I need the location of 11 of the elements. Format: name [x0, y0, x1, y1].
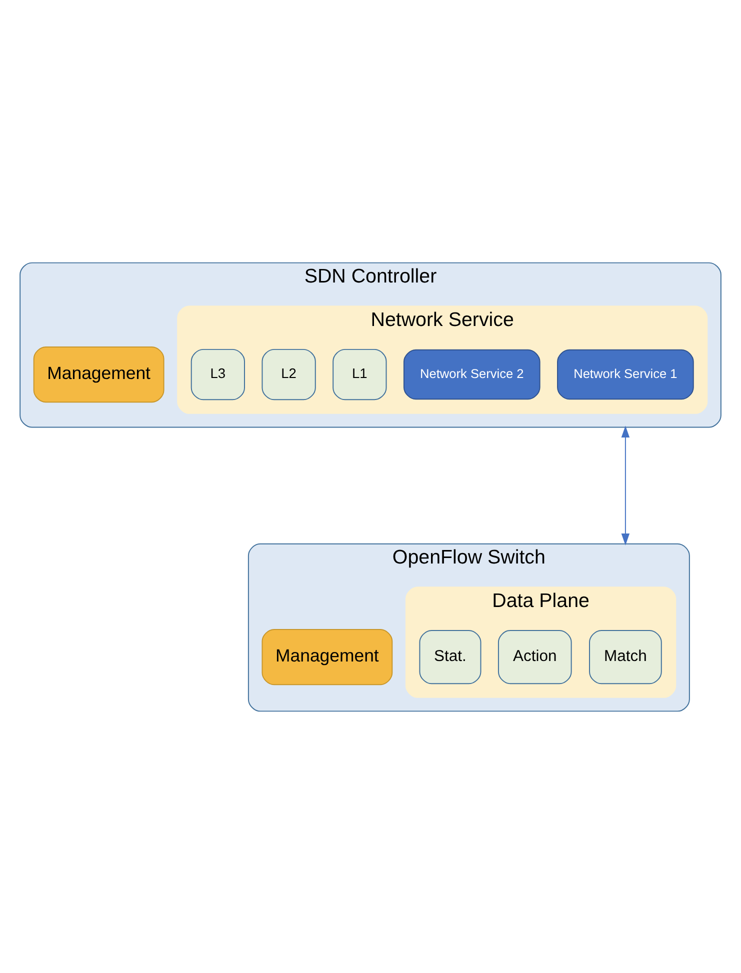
- node-box: L3: [190, 348, 245, 400]
- node-box: L1: [332, 348, 387, 400]
- node-box: Management: [33, 346, 164, 402]
- node-box: Management: [262, 628, 393, 685]
- node-box: Action: [498, 629, 572, 684]
- node-box: L2: [262, 348, 316, 400]
- node-box: Network Service 2: [403, 348, 540, 400]
- node-box: Match: [589, 629, 662, 684]
- arrow: [621, 425, 630, 545]
- node-box: Stat.: [419, 629, 482, 684]
- node-box: Network Service 1: [557, 348, 694, 400]
